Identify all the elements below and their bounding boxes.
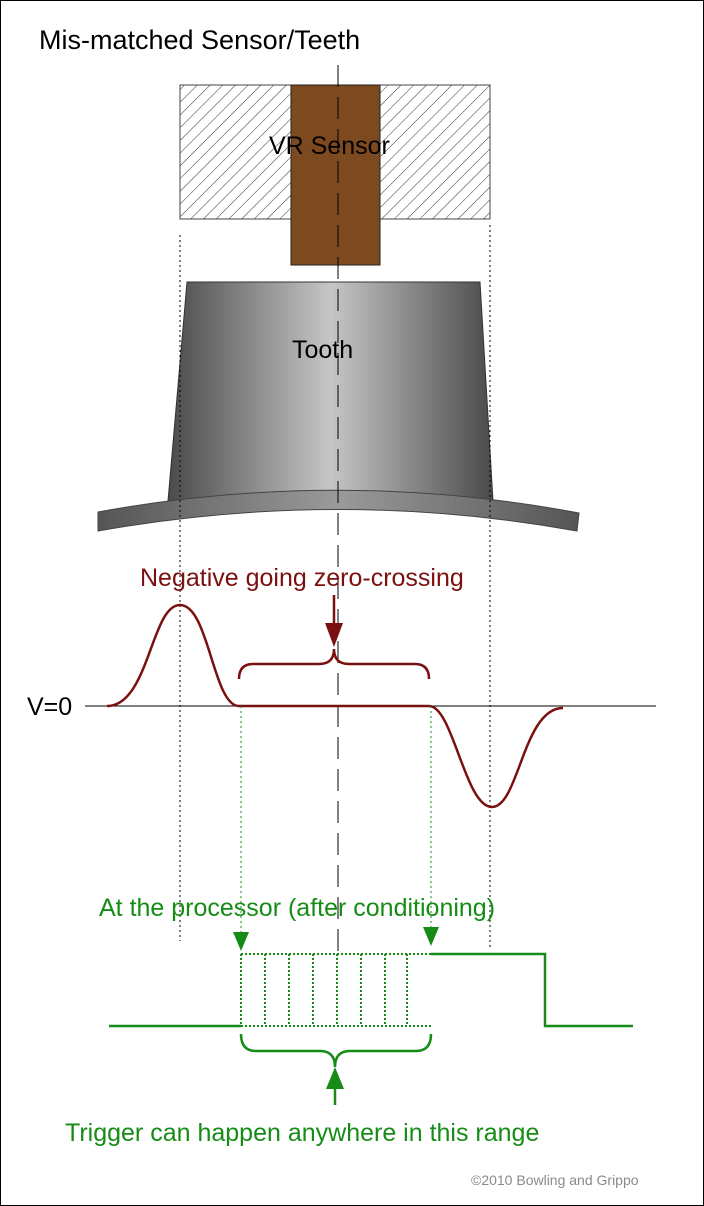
trigger-up-arrow-head <box>326 1067 344 1089</box>
uncertainty-region <box>240 953 431 1027</box>
processor-label: At the processor (after conditioning) <box>99 894 495 922</box>
zero-crossing-label: Negative going zero-crossing <box>140 564 464 592</box>
sensor-core <box>290 84 381 266</box>
right-down-arrow <box>423 927 439 946</box>
copyright: ©2010 Bowling and Grippo <box>471 1172 639 1188</box>
title: Mis-matched Sensor/Teeth <box>39 25 360 55</box>
signal-range-brace <box>237 648 431 680</box>
left-down-arrow <box>233 932 249 951</box>
digital-high-pulse <box>431 952 633 1028</box>
tooth-shape <box>167 281 494 502</box>
trigger-range-brace <box>239 1033 433 1068</box>
vr-signal-waveform <box>106 603 564 809</box>
trigger-label: Trigger can happen anywhere in this rang… <box>65 1119 539 1147</box>
sensor-label: VR Sensor <box>269 132 390 160</box>
v0-label: V=0 <box>27 693 72 721</box>
tooth-label: Tooth <box>292 336 353 364</box>
zero-crossing-arrow-head <box>325 623 343 647</box>
wheel-rim <box>97 489 580 532</box>
